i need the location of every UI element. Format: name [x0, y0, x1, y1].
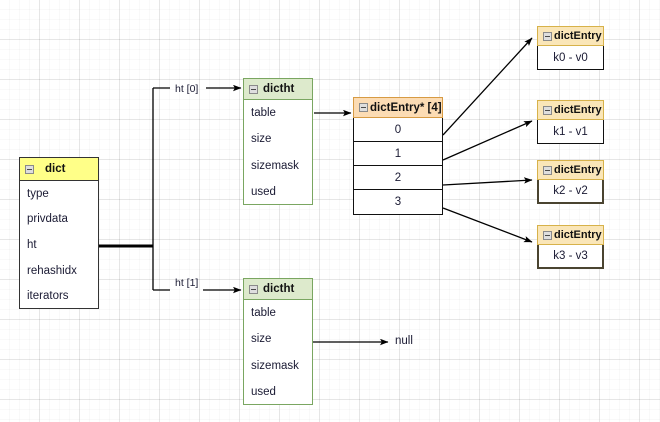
field-row: table	[251, 107, 276, 120]
node-dictentry-2-header[interactable]: dictEntry	[537, 160, 604, 180]
node-dictht-0-title: dictht	[263, 83, 295, 95]
node-dictht-0-header[interactable]: dictht	[243, 78, 313, 100]
edge-slot3-to-entry3	[442, 207, 533, 243]
node-dictentry-0-title: dictEntry	[554, 30, 602, 42]
collapse-icon[interactable]	[543, 105, 552, 115]
node-dictht-1[interactable]: dictht table size sizemask used	[243, 278, 313, 405]
collapse-icon[interactable]	[25, 164, 34, 174]
node-dictht-1-body: table size sizemask used	[243, 300, 313, 405]
node-dict-title: dict	[45, 163, 66, 175]
node-dict-body: type privdata ht rehashidx iterators	[19, 181, 99, 309]
edge-label-null: null	[395, 335, 413, 347]
collapse-icon[interactable]	[249, 84, 258, 94]
field-row: table	[251, 307, 276, 320]
edge-slot0-to-entry0	[442, 37, 533, 136]
node-dictht-0-body: table size sizemask used	[243, 100, 313, 205]
field-row: sizemask	[251, 159, 299, 172]
node-dict-header[interactable]: dict	[19, 157, 99, 181]
node-dictentry-1-header[interactable]: dictEntry	[537, 100, 604, 120]
node-dictht-1-title: dictht	[263, 283, 295, 295]
collapse-icon[interactable]	[249, 284, 258, 294]
node-dictentry-array[interactable]: dictEntry* [4] 0 1 2 3	[353, 97, 443, 215]
field-row: size	[251, 133, 272, 146]
field-row: iterators	[27, 290, 69, 303]
node-dictentry-0[interactable]: dictEntry k0 - v0	[537, 26, 604, 70]
collapse-icon[interactable]	[543, 31, 552, 41]
edge-label-ht0: ht [0]	[175, 83, 199, 95]
edge-slot2-to-entry2	[442, 177, 533, 186]
node-dictentry-2-value: k2 - v2	[537, 180, 604, 204]
array-cell[interactable]: 2	[354, 166, 442, 190]
field-row: type	[27, 187, 49, 200]
field-row: used	[251, 385, 276, 398]
field-row: sizemask	[251, 359, 299, 372]
collapse-icon[interactable]	[543, 230, 552, 240]
edge-slot1-to-entry1	[442, 120, 533, 161]
collapse-icon[interactable]	[359, 103, 368, 112]
node-dictentry-3-value: k3 - v3	[537, 245, 604, 269]
field-row: used	[251, 185, 276, 198]
edge-label-ht1: ht [1]	[175, 277, 199, 289]
node-dictentry-1[interactable]: dictEntry k1 - v1	[537, 100, 604, 144]
node-dictentry-1-title: dictEntry	[554, 104, 602, 116]
node-dictentry-1-value: k1 - v1	[537, 120, 604, 144]
node-dictentry-array-body: 0 1 2 3	[353, 118, 443, 215]
node-dictentry-3-header[interactable]: dictEntry	[537, 225, 604, 245]
node-dictentry-3-title: dictEntry	[554, 229, 602, 241]
array-cell[interactable]: 1	[354, 142, 442, 166]
field-row: size	[251, 333, 272, 346]
node-dictentry-array-header[interactable]: dictEntry* [4]	[353, 97, 443, 118]
node-dictentry-array-title: dictEntry* [4]	[370, 101, 442, 114]
array-cell[interactable]: 0	[354, 118, 442, 142]
node-dictentry-3[interactable]: dictEntry k3 - v3	[537, 225, 604, 269]
node-dictentry-0-value: k0 - v0	[537, 46, 604, 70]
node-dictht-0[interactable]: dictht table size sizemask used	[243, 78, 313, 205]
collapse-icon[interactable]	[543, 165, 552, 175]
array-cell[interactable]: 3	[394, 196, 402, 208]
node-dictentry-0-header[interactable]: dictEntry	[537, 26, 604, 46]
node-dict[interactable]: dict type privdata ht rehashidx iterator…	[19, 157, 99, 309]
node-dictentry-2[interactable]: dictEntry k2 - v2	[537, 160, 604, 204]
field-row: privdata	[27, 213, 68, 226]
field-row: rehashidx	[27, 264, 77, 277]
field-row: ht	[27, 238, 37, 251]
node-dictht-1-header[interactable]: dictht	[243, 278, 313, 300]
node-dictentry-2-title: dictEntry	[554, 164, 602, 176]
